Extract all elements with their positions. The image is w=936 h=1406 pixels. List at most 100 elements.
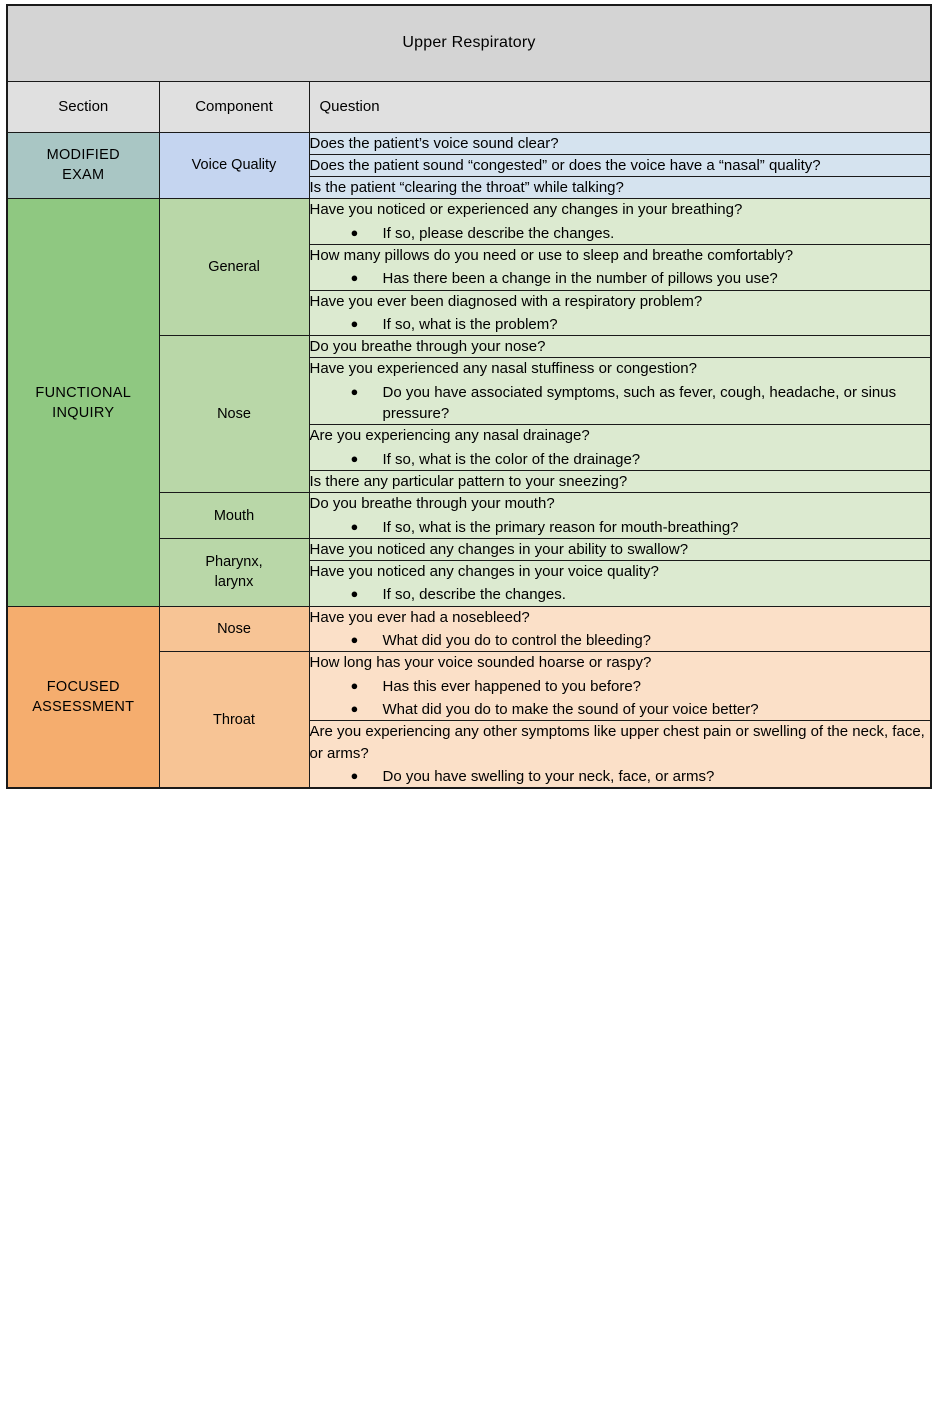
sub-question-item: ● If so, please describe the changes. (310, 223, 931, 244)
table-row: Have you experienced any nasal stuffines… (7, 357, 932, 426)
page-title: Upper Respiratory (6, 4, 932, 82)
bullet-icon: ● (350, 700, 359, 716)
question-cell: Does the patient sound “congested” or do… (308, 153, 932, 178)
question-text: Do you breathe through your mouth? (309, 495, 555, 513)
sub-question-text: Has this ever happened to you before? (382, 677, 642, 695)
question-text: Have you noticed or experienced any chan… (309, 201, 743, 219)
sub-question-text: If so, please describe the changes. (382, 224, 615, 242)
section-label-line: FUNCTIONAL (35, 384, 132, 401)
sub-question-list: ● If so, please describe the changes. (310, 223, 931, 244)
question-cell: Is there any particular pattern to your … (308, 469, 932, 494)
section-label-line: ASSESSMENT (32, 698, 135, 715)
component-label-pharynx-larynx: Pharynx,larynx (158, 537, 310, 607)
question-text: How long has your voice sounded hoarse o… (309, 654, 652, 672)
table-row: How many pillows do you need or use to s… (7, 243, 932, 291)
sub-question-list: ● What did you do to control the bleeding… (310, 630, 931, 651)
sub-question-list: ● If so, what is the color of the drainag… (310, 449, 931, 470)
question-text: Does the patient sound “congested” or do… (309, 156, 821, 174)
component-label-voice-quality: Voice Quality (158, 131, 310, 200)
bullet-icon: ● (350, 677, 359, 693)
question-cell: Have you noticed or experienced any chan… (308, 198, 932, 245)
question-text: Have you ever been diagnosed with a resp… (309, 292, 703, 310)
sub-question-item: ● What did you do to make the sound of yo… (310, 699, 931, 720)
sub-question-item: ●Has there been a change in the number o… (310, 268, 931, 289)
table-row: Is the patient “clearing the throat” whi… (7, 176, 932, 200)
question-cell: How many pillows do you need or use to s… (308, 243, 932, 291)
question-text: Have you noticed any changes in your voi… (309, 563, 659, 581)
question-cell: Are you experiencing any other symptoms … (308, 720, 932, 789)
sub-question-list: ●Do you have swelling to your neck, face… (310, 766, 931, 787)
table-row: Are you experiencing any nasal drainage?… (7, 424, 932, 471)
question-cell: Have you experienced any nasal stuffines… (308, 357, 932, 426)
sub-question-item: ●Do you have associated symptoms, such a… (310, 382, 931, 425)
bullet-icon: ● (350, 518, 359, 534)
table-row: Does the patient sound “congested” or do… (7, 153, 932, 178)
component-label-nose: Nose (158, 335, 310, 494)
question-text: Do you breathe through your nose? (309, 338, 546, 356)
sub-question-item: ● If so, what is the problem? (310, 314, 931, 335)
sub-question-text: If so, what is the primary reason for mo… (382, 518, 739, 536)
component-label-throat: Throat (158, 651, 310, 789)
bullet-icon: ● (350, 450, 359, 466)
question-cell: Is the patient “clearing the throat” whi… (308, 176, 932, 200)
sub-question-item: ● If so, what is the primary reason for m… (310, 517, 931, 538)
question-cell: Have you ever been diagnosed with a resp… (308, 289, 932, 337)
bullet-icon: ● (350, 315, 359, 331)
section-label-line: FOCUSED (46, 678, 120, 695)
sub-question-text: If so, what is the color of the drainage… (382, 450, 641, 468)
sub-question-list: ●If so, describe the changes. (310, 584, 931, 605)
sub-question-text: Do you have associated symptoms, such as… (382, 383, 897, 423)
bullet-icon: ● (350, 224, 359, 240)
question-text: Are you experiencing any nasal drainage? (309, 427, 590, 445)
table-row: Is there any particular pattern to your … (7, 469, 932, 494)
sub-question-text: What did you do to make the sound of you… (382, 700, 759, 718)
question-text: Is the patient “clearing the throat” whi… (309, 179, 624, 197)
question-text: Have you noticed any changes in your abi… (309, 540, 689, 558)
sub-question-text: If so, what is the problem? (382, 315, 558, 333)
section-label-line: EXAM (62, 167, 105, 184)
sub-question-text: Do you have swelling to your neck, face,… (382, 767, 715, 785)
component-label-general: General (158, 198, 310, 337)
question-cell: Are you experiencing any nasal drainage?… (308, 424, 932, 471)
question-cell: Do you breathe through your nose? (308, 335, 932, 359)
table-row: Have you ever been diagnosed with a resp… (7, 289, 932, 337)
column-header-component: Component (158, 80, 310, 133)
question-text: How many pillows do you need or use to s… (309, 246, 794, 264)
table-row: Are you experiencing any other symptoms … (7, 720, 932, 789)
sub-question-list: ●Has there been a change in the number o… (310, 268, 931, 289)
sub-question-text: If so, describe the changes. (382, 586, 566, 604)
sub-question-text: What did you do to control the bleeding? (382, 632, 652, 650)
question-text: Have you ever had a nosebleed? (309, 608, 530, 626)
sub-question-item: ●Do you have swelling to your neck, face… (310, 766, 931, 787)
sub-question-list: ● If so, what is the problem? (310, 314, 931, 335)
sub-question-list: ● Has this ever happened to you before? ● W… (310, 676, 931, 721)
column-header-section: Section (6, 80, 160, 133)
table-row: Have you noticed any changes in your voi… (7, 560, 932, 607)
component-label-line: larynx (214, 574, 254, 591)
sub-question-item: ●If so, describe the changes. (310, 584, 931, 605)
component-label-mouth: Mouth (158, 492, 310, 539)
bullet-icon: ● (350, 270, 359, 286)
question-text: Have you experienced any nasal stuffines… (309, 360, 697, 378)
question-cell: How long has your voice sounded hoarse o… (308, 651, 932, 722)
question-cell: Have you ever had a nosebleed? ● What did … (308, 605, 932, 653)
column-header-question: Question (308, 80, 932, 133)
sub-question-item: ● What did you do to control the bleeding… (310, 630, 931, 651)
sub-question-item: ● If so, what is the color of the drainag… (310, 449, 931, 470)
title-row: Upper Respiratory (6, 4, 932, 82)
section-label-line: MODIFIED (46, 147, 120, 164)
sub-question-item: ● Has this ever happened to you before? (310, 676, 931, 697)
bullet-icon: ● (350, 632, 359, 648)
question-text: Are you experiencing any other symptoms … (309, 723, 925, 762)
section-label-modified-exam: MODIFIED EXAM (6, 131, 160, 200)
